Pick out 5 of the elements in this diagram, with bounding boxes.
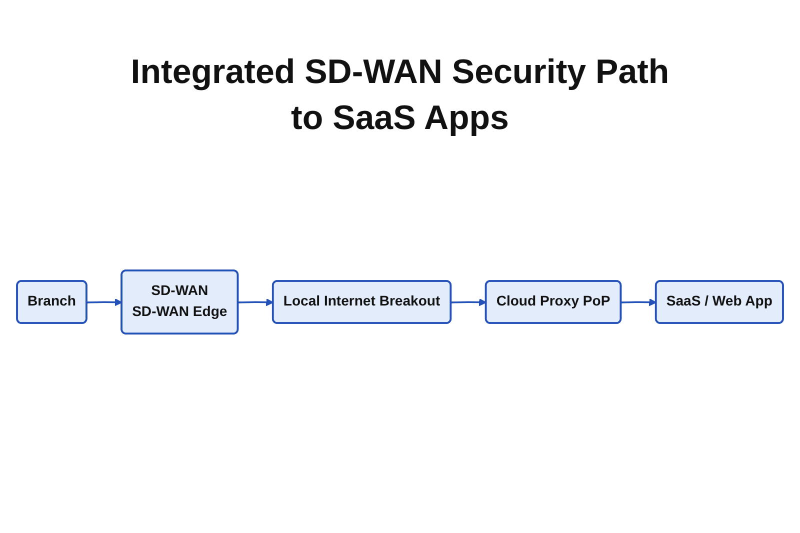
arrow (86, 298, 122, 306)
arrow (621, 298, 657, 306)
arrow (238, 298, 274, 306)
arrow (451, 298, 487, 306)
diagram-title: Integrated SD-WAN Security Path to SaaS Apps (130, 52, 670, 139)
